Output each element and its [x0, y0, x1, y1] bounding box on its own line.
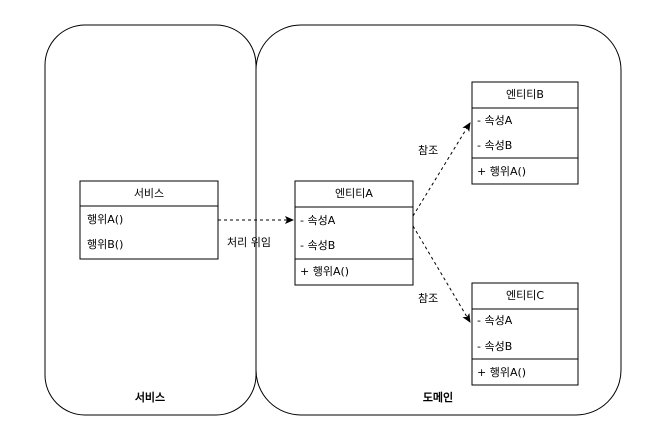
entity-b-attribute-2: - 속성B: [477, 139, 513, 152]
reference-label-b: 참조: [418, 144, 439, 157]
service-region-label: 서비스: [134, 391, 166, 404]
entity-c-method-1: + 행위A(): [477, 366, 527, 379]
entity-b-attribute-1: - 속성A: [477, 114, 513, 127]
service-class-box: [79, 180, 219, 260]
reference-arrow-c: [412, 225, 471, 323]
service-class-name: 서비스: [133, 187, 165, 200]
entity-b-class-name: 엔티티B: [506, 88, 544, 101]
entity-c-attribute-2: - 속성B: [477, 340, 513, 353]
entity-b-class-box: [471, 81, 579, 185]
domain-region-label: 도메인: [422, 391, 454, 404]
reference-label-c: 참조: [418, 292, 439, 305]
entity-a-class-box: [294, 180, 414, 286]
entity-c-class-box: [471, 282, 579, 386]
entity-a-class-name: 엔티티A: [335, 187, 373, 200]
service-method-1: 행위A(): [87, 213, 124, 226]
entity-b-method-1: + 행위A(): [477, 165, 527, 178]
reference-arrow-b: [412, 122, 471, 217]
delegation-label: 처리 위임: [227, 236, 271, 249]
service-method-2: 행위B(): [87, 238, 124, 251]
entity-c-class-name: 엔티티C: [505, 289, 545, 302]
entity-a-method-1: + 행위A(): [300, 265, 350, 278]
entity-c-attribute-1: - 속성A: [477, 314, 513, 327]
entity-a-attribute-2: - 속성B: [300, 239, 336, 252]
entity-a-attribute-1: - 속성A: [300, 214, 336, 227]
